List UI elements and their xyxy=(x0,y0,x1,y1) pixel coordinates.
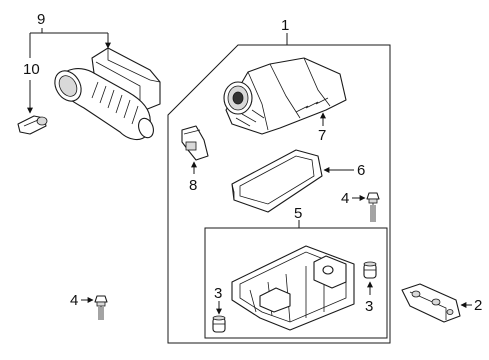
callout-3b: 3 xyxy=(365,298,373,315)
callout-10: 10 xyxy=(23,61,40,78)
callout-2: 2 xyxy=(474,297,482,314)
mass-airflow-sensor xyxy=(17,115,48,135)
air-filter-element xyxy=(231,149,323,213)
air-cleaner-cover xyxy=(223,57,347,135)
bolt-lower xyxy=(94,295,108,320)
callout-7: 7 xyxy=(318,127,326,144)
callout-4b: 4 xyxy=(70,292,78,309)
callout-1: 1 xyxy=(281,17,289,34)
air-cleaner-housing xyxy=(231,245,355,331)
callout-4a: 4 xyxy=(341,190,349,207)
callout-6: 6 xyxy=(357,162,365,179)
mounting-bracket xyxy=(401,283,461,323)
housing-box xyxy=(204,227,388,339)
callout-8: 8 xyxy=(189,177,197,194)
callout-3a: 3 xyxy=(214,285,222,302)
assembly-outline xyxy=(167,44,391,344)
callout-9: 9 xyxy=(37,11,45,28)
bolt-upper xyxy=(366,192,380,222)
callout-5: 5 xyxy=(294,205,302,222)
grommet-right xyxy=(363,261,377,279)
retaining-clip xyxy=(181,125,209,161)
grommet-left xyxy=(212,315,226,333)
air-inlet-duct xyxy=(54,47,161,141)
